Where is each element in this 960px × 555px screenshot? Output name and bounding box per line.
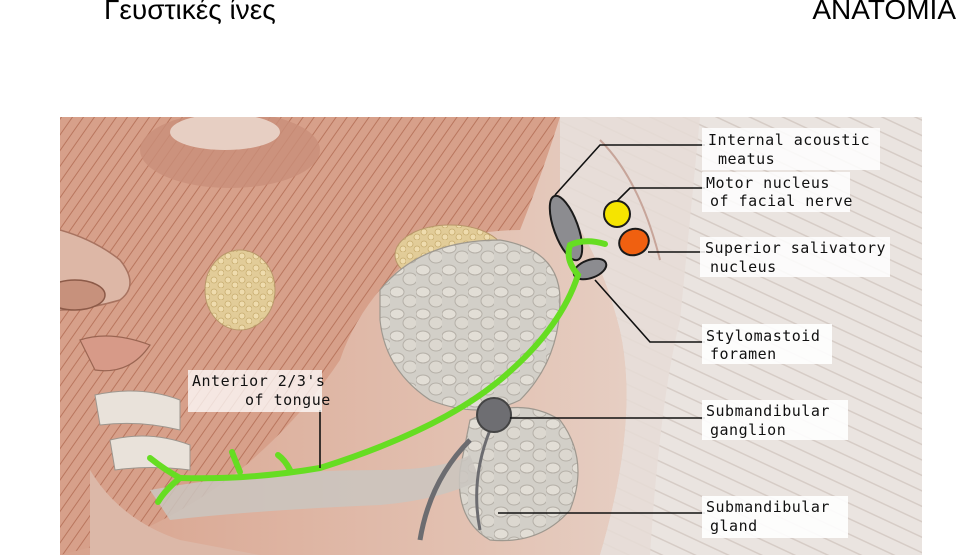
- label-submandibular-ganglion: Submandibular ganglion: [706, 402, 839, 439]
- label-stylomastoid-foramen: Stylomastoid foramen: [706, 327, 830, 363]
- slide-tag: ΑΝΑΤΟΜΙΑ: [812, 0, 956, 25]
- submandibular-ganglion-shape: [476, 397, 512, 433]
- motor-nucleus-marker: [603, 200, 631, 228]
- label-superior-salivatory-nucleus: Superior salivatory nucleus: [705, 239, 896, 276]
- label-internal-acoustic-meatus: Internal acoustic meatus: [708, 131, 880, 168]
- label-anterior-tongue: Anterior 2/3's of tongue: [192, 372, 335, 409]
- label-motor-nucleus: Motor nucleus of facial nerve: [706, 174, 853, 210]
- superior-salivatory-nucleus-marker: [618, 227, 650, 257]
- leader-lines: [319, 144, 705, 514]
- slide-title: Γευστικές ίνες: [104, 0, 276, 25]
- label-submandibular-gland: Submandibular gland: [706, 498, 839, 535]
- nerve-pathway: [147, 238, 608, 505]
